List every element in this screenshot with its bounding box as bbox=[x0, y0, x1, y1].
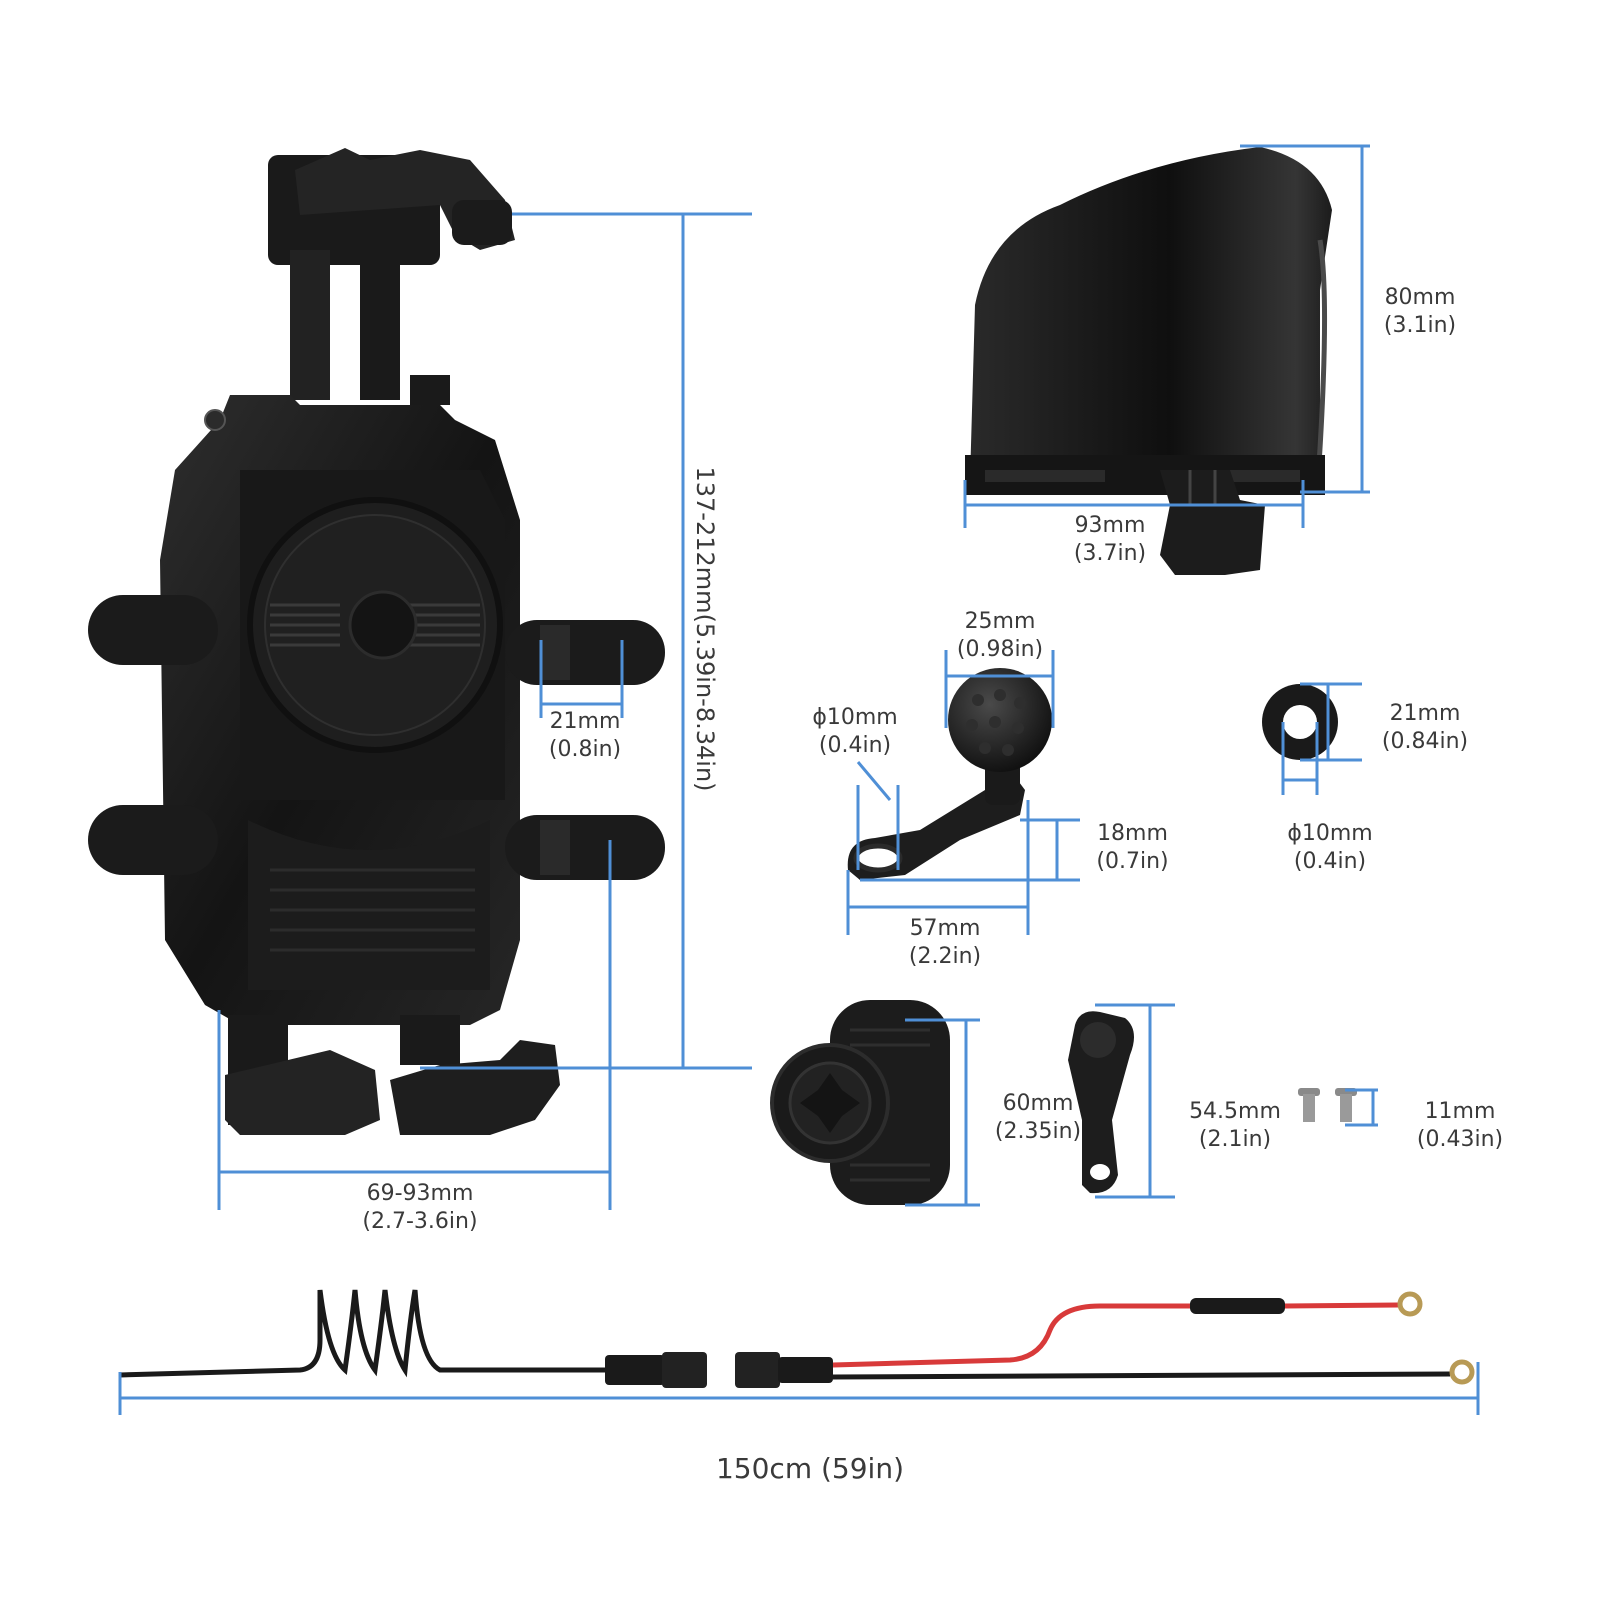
screw-length-in: (0.43in) bbox=[1416, 1127, 1504, 1152]
phone-holder-side-arms bbox=[88, 595, 665, 880]
double-socket-arm-dimensions bbox=[905, 1018, 980, 1207]
sun-cover-height-in: (3.1in) bbox=[1383, 313, 1457, 338]
phone-holder-width-in: (2.7-3.6in) bbox=[362, 1209, 478, 1234]
washer-inner-in: (0.4in) bbox=[1293, 849, 1367, 874]
double-socket-arm bbox=[770, 1000, 950, 1205]
bracket-length-mm: 54.5mm bbox=[1189, 1099, 1281, 1124]
mirror-mount-ball-mm: 25mm bbox=[964, 609, 1036, 634]
phone-holder-bottom-clamp bbox=[225, 1015, 560, 1135]
bracket-length-in: (2.1in) bbox=[1198, 1127, 1272, 1152]
mirror-mount-ball-arm bbox=[847, 668, 1052, 880]
mirror-mount-height-label: 18mm (0.7in) bbox=[1080, 820, 1185, 876]
mounting-bracket bbox=[1068, 1011, 1134, 1194]
washer-outer-mm: 21mm bbox=[1389, 701, 1461, 726]
phone-holder-width-label: 69-93mm (2.7-3.6in) bbox=[320, 1180, 520, 1236]
phone-holder-top-clamp bbox=[268, 148, 515, 405]
washer-outer-in: (0.84in) bbox=[1381, 729, 1469, 754]
phone-holder-dimensions bbox=[217, 212, 752, 1210]
phone-holder-height-label: 137-212mm(5.39in-8.34in) bbox=[691, 466, 719, 792]
mirror-mount-ball-label: 25mm (0.98in) bbox=[940, 608, 1060, 664]
rubber-washer bbox=[1262, 684, 1338, 760]
phone-holder-arm-in: (0.8in) bbox=[548, 737, 622, 762]
mirror-mount-length-mm: 57mm bbox=[909, 916, 981, 941]
mirror-mount-dimensions bbox=[846, 650, 1080, 935]
cable-length-label: 150cm (59in) bbox=[715, 1452, 904, 1485]
cable-dimensions bbox=[118, 1362, 1480, 1415]
power-cable bbox=[119, 1289, 1475, 1388]
screws bbox=[1298, 1088, 1357, 1122]
screw-length-label: 11mm (0.43in) bbox=[1400, 1098, 1520, 1154]
double-socket-arm-label: 60mm (2.35in) bbox=[978, 1090, 1098, 1146]
mirror-mount-length-label: 57mm (2.2in) bbox=[890, 915, 1000, 971]
sun-cover-width-in: (3.7in) bbox=[1073, 541, 1147, 566]
mirror-mount-hole-mm: ϕ10mm bbox=[812, 705, 898, 730]
washer-dimensions bbox=[1281, 682, 1362, 795]
phone-holder bbox=[88, 148, 665, 1135]
sun-cover-dimensions bbox=[963, 144, 1370, 528]
phone-holder-width-mm: 69-93mm bbox=[366, 1181, 474, 1206]
mirror-mount-length-in: (2.2in) bbox=[908, 944, 982, 969]
double-socket-arm-in: (2.35in) bbox=[994, 1119, 1082, 1144]
phone-holder-arm-mm: 21mm bbox=[549, 709, 621, 734]
bracket-length-label: 54.5mm (2.1in) bbox=[1180, 1098, 1290, 1154]
phone-holder-arm-label: 21mm (0.8in) bbox=[530, 708, 640, 764]
sun-cover-width-mm: 93mm bbox=[1074, 513, 1146, 538]
bracket-dimensions bbox=[1095, 1003, 1175, 1199]
washer-inner-mm: ϕ10mm bbox=[1287, 821, 1373, 846]
mirror-mount-hole-label: ϕ10mm (0.4in) bbox=[800, 704, 910, 760]
double-socket-arm-mm: 60mm bbox=[1002, 1091, 1074, 1116]
screw-length-mm: 11mm bbox=[1424, 1099, 1496, 1124]
phone-holder-body bbox=[160, 395, 520, 1025]
mirror-mount-hole-in: (0.4in) bbox=[818, 733, 892, 758]
washer-inner-label: ϕ10mm (0.4in) bbox=[1270, 820, 1390, 876]
mirror-mount-height-mm: 18mm bbox=[1097, 821, 1168, 846]
sun-cover bbox=[965, 147, 1332, 575]
mirror-mount-ball-in: (0.98in) bbox=[956, 637, 1044, 662]
sun-cover-height-label: 80mm (3.1in) bbox=[1360, 284, 1480, 340]
mirror-mount-height-in: (0.7in) bbox=[1096, 849, 1169, 874]
washer-outer-label: 21mm (0.84in) bbox=[1365, 700, 1485, 756]
sun-cover-height-mm: 80mm bbox=[1384, 285, 1456, 310]
screw-dimensions bbox=[1345, 1088, 1378, 1127]
sun-cover-width-label: 93mm (3.7in) bbox=[1050, 512, 1170, 568]
